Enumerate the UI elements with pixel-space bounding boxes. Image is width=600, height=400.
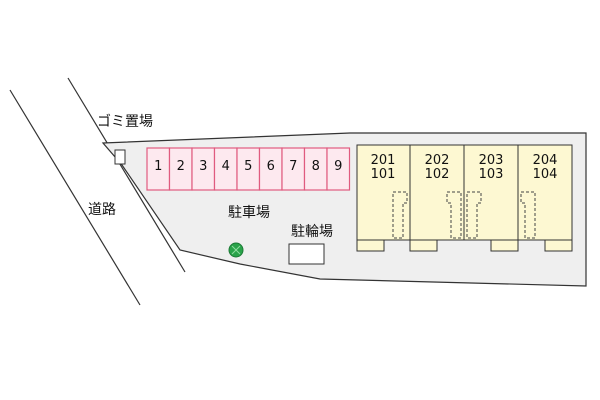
parking-label: 駐車場: [228, 204, 270, 221]
unit-204-label: 204: [533, 153, 558, 168]
entrance-step: [544, 239, 573, 252]
stair-outline-dashed: [520, 191, 536, 239]
tree-detail-2: [231, 245, 241, 255]
garbage-box: [114, 149, 126, 165]
unit-101-label: 101: [371, 167, 396, 182]
entrance-step: [409, 239, 438, 252]
unit-203-label: 203: [479, 153, 504, 168]
parking-space-number: 3: [199, 159, 207, 174]
stair-outline-dashed: [446, 191, 462, 239]
building: 201 101 202 102 203 103 204 104: [356, 144, 573, 252]
road-edge-left: [9, 89, 141, 306]
road-label: 道路: [88, 202, 116, 218]
parking-space-number: 6: [267, 159, 275, 174]
entrance-step: [490, 239, 519, 252]
parking-space-number: 7: [289, 159, 297, 174]
unit-102-label: 102: [425, 167, 450, 182]
parking-space-number: 8: [312, 159, 320, 174]
entrance-step: [356, 239, 385, 252]
parking-space-number: 9: [334, 159, 342, 174]
unit-103-label: 103: [479, 167, 504, 182]
unit-201-label: 201: [371, 153, 396, 168]
garbage-area-label: ゴミ置場: [97, 113, 153, 130]
parking-space-number: 5: [244, 159, 252, 174]
parking-space: [326, 147, 351, 191]
unit-202-label: 202: [425, 153, 450, 168]
parking-space-number: 2: [177, 159, 185, 174]
parking-space-number: 4: [222, 159, 230, 174]
bicycle-parking-label: 駐輪場: [291, 223, 333, 240]
road-edge-right: [67, 77, 186, 273]
parking-space-number: 1: [154, 159, 162, 174]
bicycle-parking-box: [288, 243, 325, 265]
unit-104-label: 104: [533, 167, 558, 182]
